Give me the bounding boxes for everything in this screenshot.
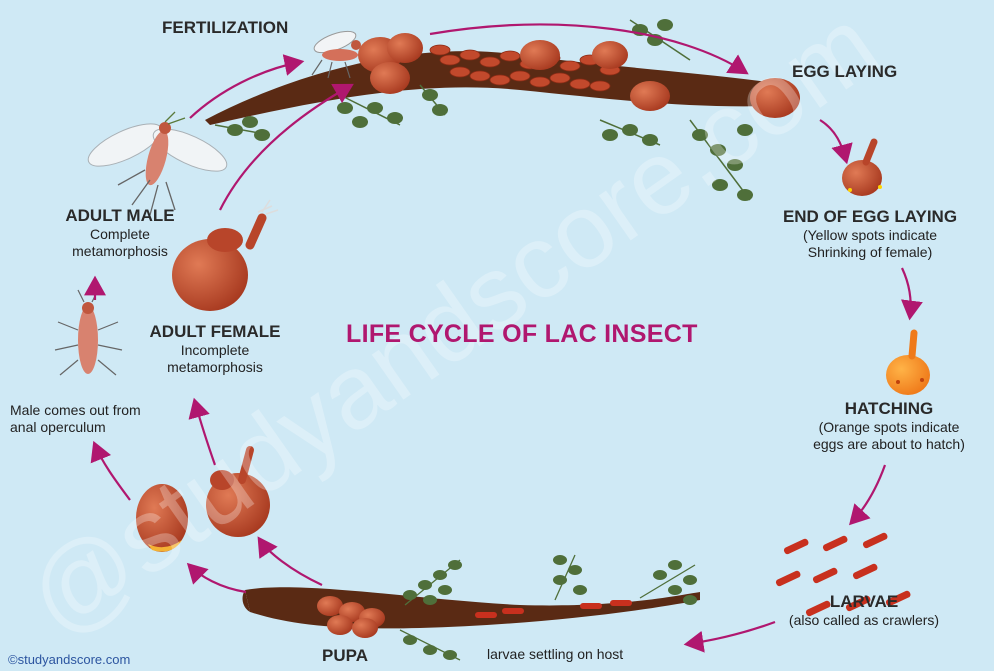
- label-male-comes-out: Male comes out from anal operculum: [10, 402, 141, 436]
- arrow-hatching-to-larvae: [852, 465, 885, 522]
- arrow-pupa-to-female: [260, 540, 322, 585]
- arrow-capsule-to-male-out: [95, 445, 130, 500]
- pupa-female: [206, 450, 270, 537]
- adult-male-insect: [83, 112, 232, 215]
- end-egg-laying-female: [842, 142, 882, 196]
- arrow-pupa-to-capsule: [190, 566, 246, 592]
- label-larvae-settling: larvae settling on host: [487, 646, 623, 663]
- adult-male-note-1: Complete: [45, 226, 195, 243]
- hatching-note-1: (Orange spots indicate: [786, 419, 992, 436]
- adult-male-title: ADULT MALE: [45, 206, 195, 226]
- operculum-capsule: [136, 484, 188, 552]
- adult-female-note-1: Incomplete: [135, 342, 295, 359]
- male-comes-out-line-2: anal operculum: [10, 419, 141, 436]
- label-adult-male: ADULT MALE Complete metamorphosis: [45, 206, 195, 260]
- label-larvae: LARVAE (also called as crawlers): [764, 592, 964, 629]
- male-comes-out-line-1: Male comes out from: [10, 402, 141, 419]
- hatching-title: HATCHING: [786, 399, 992, 419]
- adult-female-title: ADULT FEMALE: [135, 322, 295, 342]
- arrow-larvae-to-settling: [688, 622, 775, 644]
- arrow-end-to-hatching: [902, 268, 911, 316]
- larvae-title: LARVAE: [764, 592, 964, 612]
- larvae-note: (also called as crawlers): [764, 612, 964, 629]
- label-end-of-egg-laying: END OF EGG LAYING (Yellow spots indicate…: [770, 207, 970, 261]
- label-fertilization: FERTILIZATION: [162, 18, 288, 38]
- label-hatching: HATCHING (Orange spots indicate eggs are…: [786, 399, 992, 453]
- end-of-egg-laying-title: END OF EGG LAYING: [770, 207, 970, 227]
- male-nymph-insect: [55, 290, 122, 375]
- end-of-egg-laying-note-1: (Yellow spots indicate: [770, 227, 970, 244]
- label-adult-female: ADULT FEMALE Incomplete metamorphosis: [135, 322, 295, 376]
- diagram-title: LIFE CYCLE OF LAC INSECT: [346, 320, 698, 349]
- credit-text: ©studyandscore.com: [8, 652, 130, 667]
- label-pupa: PUPA: [322, 646, 368, 666]
- arrow-egglaying-to-end: [820, 120, 846, 160]
- adult-female-note-2: metamorphosis: [135, 359, 295, 376]
- bottom-branch: [243, 555, 700, 660]
- hatching-note-2: eggs are about to hatch): [786, 436, 992, 453]
- arrow-female-stage: [195, 402, 215, 465]
- hatching-female: [886, 333, 930, 395]
- top-branch: [205, 19, 800, 201]
- adult-male-note-2: metamorphosis: [45, 243, 195, 260]
- label-egg-laying: EGG LAYING: [792, 62, 897, 82]
- end-of-egg-laying-note-2: Shrinking of female): [770, 244, 970, 261]
